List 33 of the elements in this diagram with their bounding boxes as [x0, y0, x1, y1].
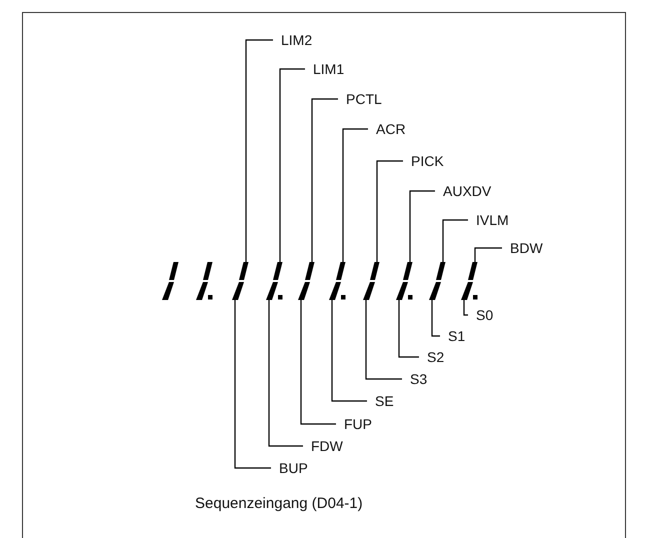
signal-label: S3 — [402, 370, 428, 388]
signal-label: PCTL — [338, 90, 382, 108]
leader-line — [376, 160, 403, 262]
signal-label: BUP — [271, 459, 308, 477]
signal-label: LIM2 — [273, 31, 312, 49]
leader-line — [431, 300, 440, 337]
signal-label: LIM1 — [305, 60, 344, 78]
leader-line — [463, 300, 468, 316]
leader-line — [474, 247, 502, 262]
leader-line — [398, 300, 419, 358]
leader-line — [331, 300, 367, 402]
leader-line — [234, 300, 271, 469]
leader-line — [268, 300, 303, 447]
signal-label: AUXDV — [435, 182, 492, 200]
signal-label: S1 — [440, 327, 466, 345]
signal-label: S0 — [468, 306, 494, 324]
signal-label: SE — [367, 392, 394, 410]
leader-line — [311, 98, 338, 262]
leader-line — [245, 39, 273, 262]
leader-line — [442, 219, 468, 262]
signal-label: PICK — [403, 152, 444, 170]
signal-label: BDW — [502, 239, 543, 257]
signal-label: FDW — [303, 437, 343, 455]
leader-line — [409, 190, 435, 262]
leader-line — [342, 128, 368, 262]
signal-label: S2 — [419, 348, 444, 366]
leader-line — [279, 68, 305, 262]
signal-label: FUP — [336, 415, 372, 433]
signal-label: ACR — [368, 120, 406, 138]
leader-line — [300, 300, 336, 425]
caption: Sequenzeingang (D04-1) — [195, 495, 363, 512]
leader-line — [365, 300, 402, 380]
signal-label: IVLM — [468, 211, 509, 229]
